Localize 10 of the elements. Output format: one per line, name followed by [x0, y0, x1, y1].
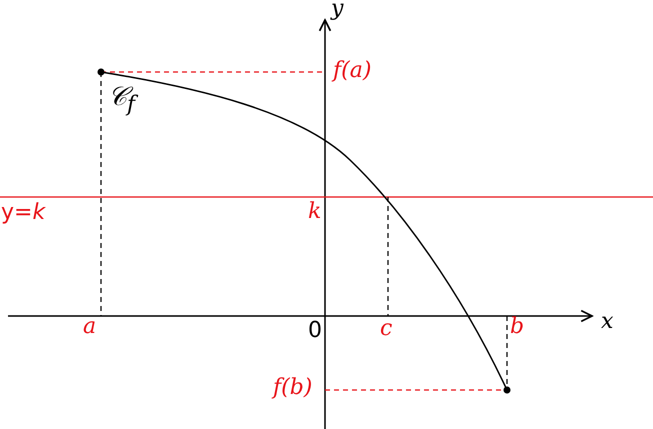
value-label: f(b) [273, 377, 312, 399]
value-label: k [308, 201, 322, 223]
origin-label: 0 [308, 320, 322, 342]
line-equation: y=k [1, 202, 46, 224]
value-label: f(a) [333, 60, 372, 82]
value-label: a [83, 316, 96, 338]
value-label: b [510, 316, 524, 338]
axis-label: y [331, 0, 344, 20]
axis-label: x [601, 311, 614, 333]
value-label: c [380, 318, 392, 340]
